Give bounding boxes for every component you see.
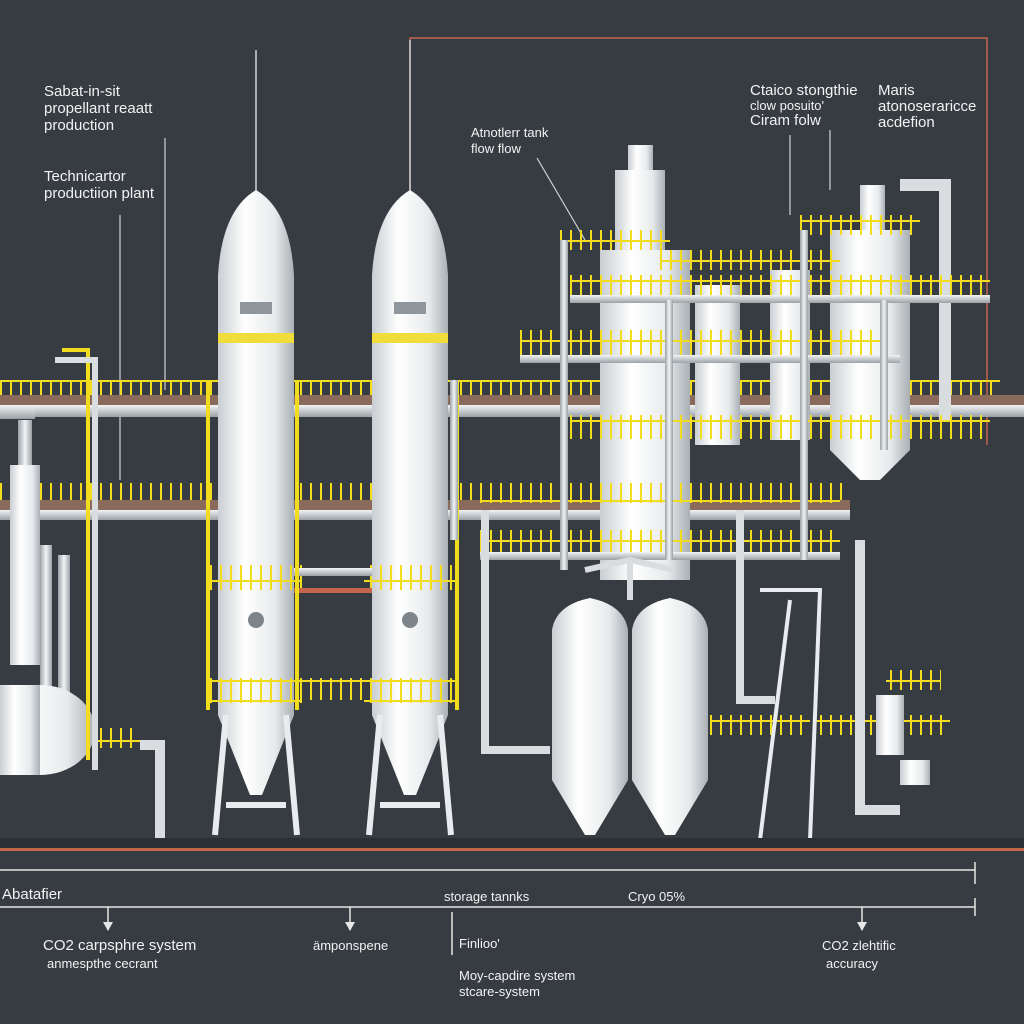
upper-platforms (480, 215, 990, 560)
label-co2-scientific: CO2 zlehtific (822, 938, 896, 953)
label-accuracy: accuracy (826, 956, 879, 971)
tall-tank-right (364, 40, 456, 836)
label-atmosphere: ämponspene (313, 938, 389, 953)
bottom-timeline (0, 862, 976, 955)
callout-tank-line-2: flow flow (471, 141, 521, 156)
label-storage-tanks: storage tannks (444, 889, 530, 904)
label-cryo: Cryo 05% (628, 889, 686, 904)
tank-bridge (206, 380, 459, 710)
ground (0, 838, 1024, 851)
title-line-3: production (44, 117, 115, 134)
tall-tank-left (210, 50, 302, 836)
left-reactor (0, 348, 165, 840)
callout-right2-line-3: acdefion (878, 114, 935, 131)
subtitle-line-1: Technicartor (44, 168, 126, 185)
label-stcare-system: stcare-system (459, 984, 540, 999)
label-co2-system-sub: anmespthe cecrant (47, 956, 158, 971)
title-line-1: Sabat-in-sit (44, 83, 120, 100)
callout-leaders (119, 130, 831, 480)
vertical-pipes (450, 230, 888, 570)
storage-tanks (552, 556, 708, 835)
callout-right2-line-2: atonoseraricce (878, 98, 977, 115)
label-abatafier: Abatafier (2, 886, 63, 903)
callout-tank-line-1: Atnotlerr tank (471, 125, 549, 140)
callout-right1-line-3: Ciram folw (750, 112, 821, 129)
label-co2-system: CO2 carpsphre system (43, 937, 197, 954)
callout-right2-line-1: Maris (878, 82, 915, 99)
label-moy-capture: Moy-capdire system (459, 968, 576, 983)
callout-right1-line-2: clow posuito' (750, 98, 825, 113)
timeline-arrows (103, 922, 867, 931)
subtitle-line-2: productiion plant (44, 185, 155, 202)
right-equipment (481, 510, 950, 841)
callout-right1-line-1: Ctaico stongthie (750, 82, 858, 99)
label-finlioo: Finlioo' (459, 936, 500, 951)
title-line-2: propellant reaatt (44, 100, 153, 117)
